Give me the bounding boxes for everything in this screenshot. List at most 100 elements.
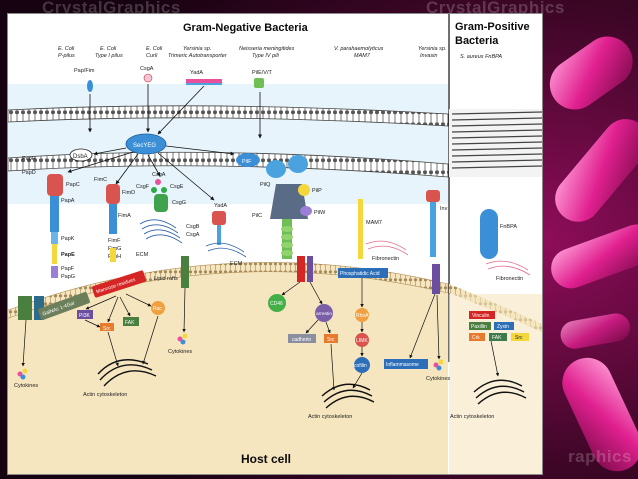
src-node-3 — [511, 333, 529, 341]
label-mam7: MAM7 — [366, 220, 382, 226]
yada-precursor — [186, 79, 222, 83]
label-zyxin: Zyxin — [497, 324, 509, 330]
paxillin-node — [469, 322, 491, 330]
label-ecm-2: ECM — [230, 261, 243, 267]
secyeg-translocon — [125, 133, 167, 155]
cd46-receptor — [268, 294, 286, 312]
fima-rod — [109, 204, 117, 234]
label-pape: PapE — [61, 252, 75, 258]
label-fimc: FimC — [94, 177, 107, 183]
label-src-3: Src — [515, 335, 523, 341]
label-yersinia-invasin: Yersinia sp. — [418, 46, 446, 52]
label-actin-1: Actin cytoskeleton — [83, 392, 127, 398]
label-csge: CsgE — [170, 184, 184, 190]
label-ecm-1: ECM — [136, 252, 149, 258]
label-cytokines-2: Cytokines — [168, 349, 192, 355]
pilw-protein — [300, 206, 312, 216]
src2-node — [324, 334, 338, 343]
pape-tip — [52, 244, 57, 264]
pild-complex — [266, 160, 286, 178]
cytokine-cluster — [433, 359, 444, 371]
bacterium-shape — [562, 357, 638, 472]
label-pilc: PilC — [252, 213, 262, 219]
pap-fim-subunit — [87, 80, 93, 92]
label-vinculin: Vinculin — [472, 313, 490, 319]
label-arrestin: arrestin — [316, 311, 332, 317]
label-pilq: PilQ — [260, 182, 271, 188]
papa-rod — [50, 196, 59, 232]
csgg-pore — [154, 194, 168, 212]
inflammasome-node — [384, 359, 428, 369]
src-node — [100, 323, 114, 331]
dsba-enzyme — [69, 148, 93, 162]
bacterium-shape — [551, 224, 638, 289]
label-cytokines-3: Cytokines — [426, 376, 450, 382]
label-actin-2: Actin cytoskeleton — [308, 414, 352, 420]
pilq-secretin — [270, 184, 308, 219]
bacterium-shape — [549, 36, 633, 110]
receptor-tall — [432, 264, 440, 294]
label-rhoa: RhoA — [356, 313, 369, 319]
fimh-adhesin — [110, 248, 116, 262]
fak-node-2 — [489, 333, 507, 341]
label-yersinia-ta: Trimeric Autotransporter — [168, 53, 228, 59]
csga-monomer — [155, 179, 161, 185]
cadherin-node — [288, 334, 316, 343]
yada-precursor — [186, 83, 222, 85]
cofilin-node — [354, 357, 370, 373]
pilc-complex — [288, 155, 308, 173]
label-phosphatidic-acid: Phosphatidic Acid — [340, 271, 380, 277]
title-gram-positive: Gram-Positive — [455, 21, 530, 33]
pilf-atpase — [236, 153, 260, 167]
label-lipid-rafts: Lipid rafts — [154, 276, 178, 282]
yada-anchor — [212, 211, 226, 225]
receptor-tall — [307, 256, 313, 282]
watermark-text: CrystalGraphics — [426, 0, 565, 17]
label-papd: PapD — [22, 170, 36, 176]
label-neisseria: Neisseria meningitides — [239, 46, 295, 52]
rhoa-node — [355, 308, 369, 322]
bacterial-adhesion-diagram: Gram-Negative Bacteria Gram-Positive Bac… — [8, 14, 542, 474]
phosphatidic-acid-node — [338, 268, 388, 278]
pile-subunits — [254, 78, 264, 88]
receptor-tall — [181, 256, 189, 288]
label-fnbpa: FnBPA — [500, 224, 517, 230]
label-ecoli-curli: E. Coli — [146, 46, 163, 52]
host-cell-body — [8, 262, 448, 474]
papg-adhesin — [51, 266, 58, 278]
zyxin-node — [494, 322, 514, 330]
label-fimf: FimF — [108, 238, 121, 244]
bacterium-shape — [560, 313, 630, 349]
csgf-protein — [151, 187, 157, 193]
label-ecoli-p-pilus: P-pilus — [58, 53, 75, 59]
label-csga-low: CsgA — [186, 232, 200, 238]
label-yersinia-invasin: Invasin — [420, 53, 437, 59]
label-cadherin: cadherin — [292, 337, 311, 343]
title-host-cell: Host cell — [241, 452, 291, 466]
receptor-left — [34, 296, 44, 320]
label-src-2: Src — [327, 337, 335, 343]
label-csgg: CsgG — [172, 200, 186, 206]
actin-filaments-3 — [473, 379, 527, 405]
label-inflammasome: Inflammasome — [386, 362, 419, 368]
label-crk: Crk — [472, 335, 480, 341]
title-gram-negative: Gram-Negative Bacteria — [183, 22, 309, 34]
label-pilw: PilW — [314, 210, 326, 216]
pi3k-node — [77, 310, 93, 319]
arrestin-node — [315, 304, 333, 322]
crk-node — [469, 333, 485, 341]
label-paph: PapH — [22, 156, 36, 162]
outer-membrane — [8, 105, 449, 127]
fimd-usher — [106, 184, 120, 204]
fnbpa-adhesin — [480, 209, 498, 259]
label-vibrio: V. parahaemolyticus — [334, 46, 384, 52]
label-csga: CsgA — [152, 172, 166, 178]
invasin-stalk — [430, 202, 436, 257]
label-rac: Rac — [153, 306, 162, 312]
label-fibronectin-1: Fibronectin — [372, 256, 399, 262]
label-secyeg: SecYEG — [133, 143, 156, 149]
label-fimd: FimD — [122, 190, 135, 196]
csga-monomer — [143, 73, 153, 83]
label-pilp: PilP — [312, 188, 322, 194]
label-neisseria: Type IV pili — [252, 53, 280, 59]
